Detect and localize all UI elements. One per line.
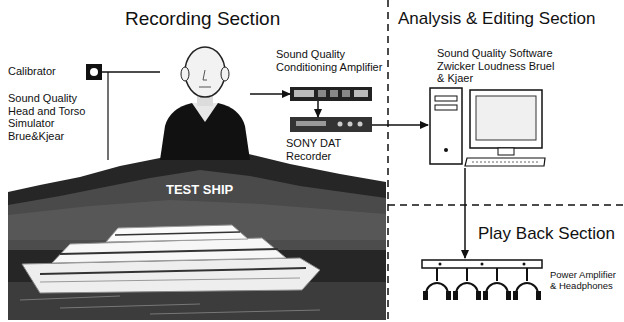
device-node: Power Amplifier & Headphones — [420, 258, 542, 302]
section-title: Analysis & Editing Section — [398, 9, 596, 29]
device-label: Power Amplifier & Headphones — [550, 270, 620, 292]
device-node: SONY DAT Recorder — [290, 117, 372, 132]
section-divider — [387, 0, 389, 322]
device-label: Sound Quality Conditioning Amplifier — [276, 48, 388, 73]
computer-icon — [430, 88, 545, 166]
head-torso-figure — [160, 47, 250, 160]
signal-connector — [250, 93, 290, 95]
section-title: Play Back Section — [478, 224, 615, 244]
device-label: SONY DAT Recorder — [286, 137, 386, 162]
device-label: Sound Quality Head and Torso Simulator B… — [8, 92, 100, 143]
device-node: Sound Quality Conditioning Amplifier — [290, 87, 372, 101]
section-divider — [388, 204, 624, 206]
device-node: Calibrator — [86, 64, 102, 80]
calibrator-icon — [86, 64, 102, 80]
signal-connector — [372, 124, 428, 126]
ship-photo — [8, 150, 386, 320]
dat-recorder — [290, 117, 372, 132]
device-node: Sound Quality Software Zwicker Loudness … — [428, 88, 545, 168]
photo-caption: TEST SHIP — [166, 183, 233, 198]
device-node: Sound Quality Head and Torso Simulator B… — [160, 46, 250, 160]
signal-connector — [317, 101, 319, 117]
section-title: Recording Section — [125, 8, 280, 30]
device-label: Sound Quality Software Zwicker Loudness … — [437, 47, 559, 85]
headphone-set — [422, 260, 542, 300]
device-label: Calibrator — [8, 65, 82, 78]
leader-line — [107, 72, 108, 160]
signal-connector — [464, 168, 466, 258]
signal-connector — [102, 71, 160, 73]
amplifier-device — [290, 87, 372, 101]
